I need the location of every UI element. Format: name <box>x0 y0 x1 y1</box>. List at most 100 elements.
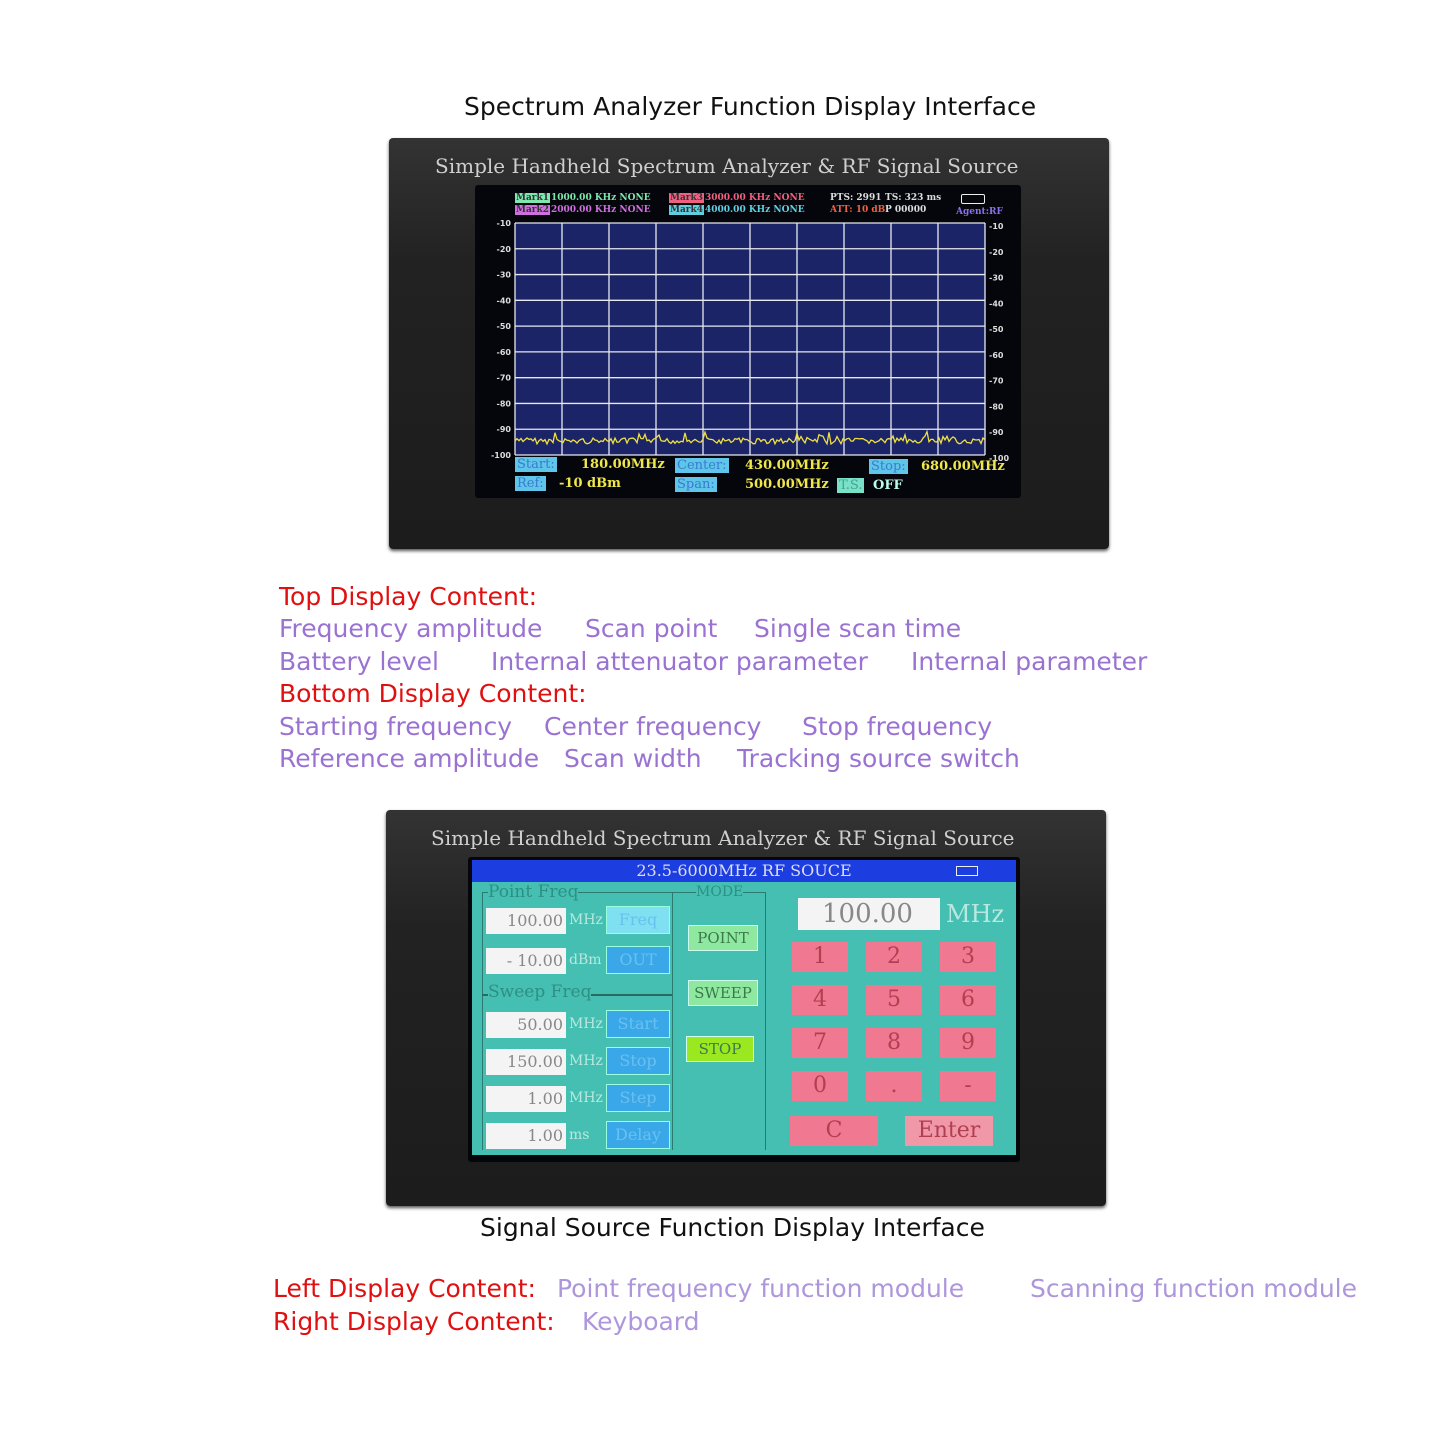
marker-value: 4000.00 KHz NONE <box>705 205 805 215</box>
marker-value: 2000.00 KHz NONE <box>551 205 651 215</box>
marker-value: 1000.00 KHz NONE <box>551 193 651 203</box>
delay-unit: ms <box>569 1127 590 1143</box>
y-tick-right: -40 <box>989 299 1004 308</box>
left-content-title: Left Display Content: <box>273 1274 536 1303</box>
desc-item: Starting frequency <box>279 712 513 741</box>
step-unit: MHz <box>569 1090 603 1106</box>
out-button[interactable]: OUT <box>606 946 670 974</box>
ref-label: Ref: <box>515 476 546 491</box>
battery-icon <box>956 866 978 876</box>
y-tick-left: -30 <box>497 271 512 280</box>
freq-button[interactable]: Freq <box>606 906 670 934</box>
desc-item: Scan point <box>585 614 718 643</box>
key-7[interactable]: 8 <box>866 1028 922 1058</box>
top-content-title: Top Display Content: <box>279 582 538 611</box>
start-button[interactable]: Start <box>606 1010 670 1038</box>
desc-item: Keyboard <box>582 1307 700 1336</box>
sweep-freq-label: Sweep Freq <box>488 982 592 1002</box>
ts-label: T.S. <box>837 478 865 493</box>
y-tick-left: -70 <box>497 374 512 383</box>
start-value: 180.00MHz <box>581 457 665 472</box>
device-header: Simple Handheld Spectrum Analyzer & RF S… <box>431 826 1015 850</box>
desc-item: Reference amplitude <box>279 744 540 773</box>
stop-unit: MHz <box>569 1053 603 1069</box>
right-content-title: Right Display Content: <box>273 1307 555 1336</box>
y-tick-right: -50 <box>989 325 1004 334</box>
device-header: Simple Handheld Spectrum Analyzer & RF S… <box>435 154 1019 178</box>
source-screen: 23.5-6000MHz RF SOUCE Point Freq MODE Sw… <box>468 857 1020 1162</box>
freq-value-field[interactable]: 100.00 <box>486 908 566 934</box>
marker-value: 3000.00 KHz NONE <box>705 193 805 203</box>
key-10[interactable]: . <box>866 1071 922 1101</box>
center-value: 430.00MHz <box>745 458 829 473</box>
out-value-field[interactable]: - 10.00 <box>486 948 566 974</box>
key-enter[interactable]: Enter <box>905 1116 993 1146</box>
y-tick-right: -10 <box>989 222 1004 231</box>
start-value-field[interactable]: 50.00 <box>486 1012 566 1038</box>
key-clear[interactable]: C <box>790 1116 878 1146</box>
mode-stop-button[interactable]: STOP <box>686 1036 754 1062</box>
freq-unit: MHz <box>569 912 603 928</box>
y-tick-right: -90 <box>989 428 1004 437</box>
span-label: Span: <box>675 477 717 492</box>
y-tick-left: -50 <box>497 322 512 331</box>
top-caption: Spectrum Analyzer Function Display Inter… <box>464 92 1037 121</box>
desc-item: Scanning function module <box>1030 1274 1357 1303</box>
desc-item: Internal attenuator parameter <box>491 647 868 676</box>
source-title: 23.5-6000MHz RF SOUCE <box>472 860 1016 882</box>
center-label: Center: <box>675 458 729 473</box>
mode-sweep-button[interactable]: SWEEP <box>688 980 758 1006</box>
y-tick-right: -100 <box>989 454 1009 463</box>
key-5[interactable]: 6 <box>940 985 996 1015</box>
step-button[interactable]: Step <box>606 1084 670 1112</box>
desc-item: Scan width <box>564 744 702 773</box>
internal-param: P 00000 <box>885 205 927 215</box>
desc-item: Tracking source switch <box>737 744 1020 773</box>
desc-item: Center frequency <box>544 712 762 741</box>
marker-label: Mark3 <box>669 193 705 203</box>
key-0[interactable]: 1 <box>792 942 848 972</box>
key-2[interactable]: 3 <box>940 942 996 972</box>
frequency-display: 100.00 <box>798 898 940 930</box>
display-unit: MHz <box>946 900 1005 928</box>
delay-value-field[interactable]: 1.00 <box>486 1123 566 1149</box>
key-4[interactable]: 5 <box>866 985 922 1015</box>
desc-item: Internal parameter <box>911 647 1148 676</box>
attenuator: ATT: 10 dB <box>830 205 886 215</box>
desc-item: Stop frequency <box>802 712 993 741</box>
y-tick-left: -90 <box>497 425 512 434</box>
key-8[interactable]: 9 <box>940 1028 996 1058</box>
step-value-field[interactable]: 1.00 <box>486 1086 566 1112</box>
key-6[interactable]: 7 <box>792 1028 848 1058</box>
analyzer-device: Simple Handheld Spectrum Analyzer & RF S… <box>389 138 1109 549</box>
stop-button[interactable]: Stop <box>606 1047 670 1075</box>
stop-label: Stop: <box>869 459 908 474</box>
scan-points: PTS: 2991 <box>830 193 882 203</box>
delay-button[interactable]: Delay <box>606 1121 670 1149</box>
key-11[interactable]: - <box>940 1071 996 1101</box>
agent-label: Agent:RF <box>956 207 1003 217</box>
bottom-content-title: Bottom Display Content: <box>279 679 587 708</box>
stop-value-field[interactable]: 150.00 <box>486 1049 566 1075</box>
out-unit: dBm <box>569 952 602 968</box>
key-1[interactable]: 2 <box>866 942 922 972</box>
y-tick-left: -10 <box>497 219 512 228</box>
desc-item: Single scan time <box>754 614 962 643</box>
desc-item: Battery level <box>279 647 439 676</box>
start-label: Start: <box>515 457 557 472</box>
desc-item: Frequency amplitude <box>279 614 543 643</box>
marker-label: Mark1 <box>515 193 551 203</box>
y-tick-left: -80 <box>497 399 512 408</box>
mode-point-button[interactable]: POINT <box>688 925 758 951</box>
y-tick-right: -80 <box>989 402 1004 411</box>
y-tick-left: -60 <box>497 348 512 357</box>
key-9[interactable]: 0 <box>792 1071 848 1101</box>
desc-item: Point frequency function module <box>557 1274 965 1303</box>
scan-time: TS: 323 ms <box>885 193 942 203</box>
start-unit: MHz <box>569 1016 603 1032</box>
key-3[interactable]: 4 <box>792 985 848 1015</box>
point-freq-label: Point Freq <box>488 882 579 902</box>
ts-state: OFF <box>873 478 903 493</box>
marker-label: Mark2 <box>515 205 551 215</box>
